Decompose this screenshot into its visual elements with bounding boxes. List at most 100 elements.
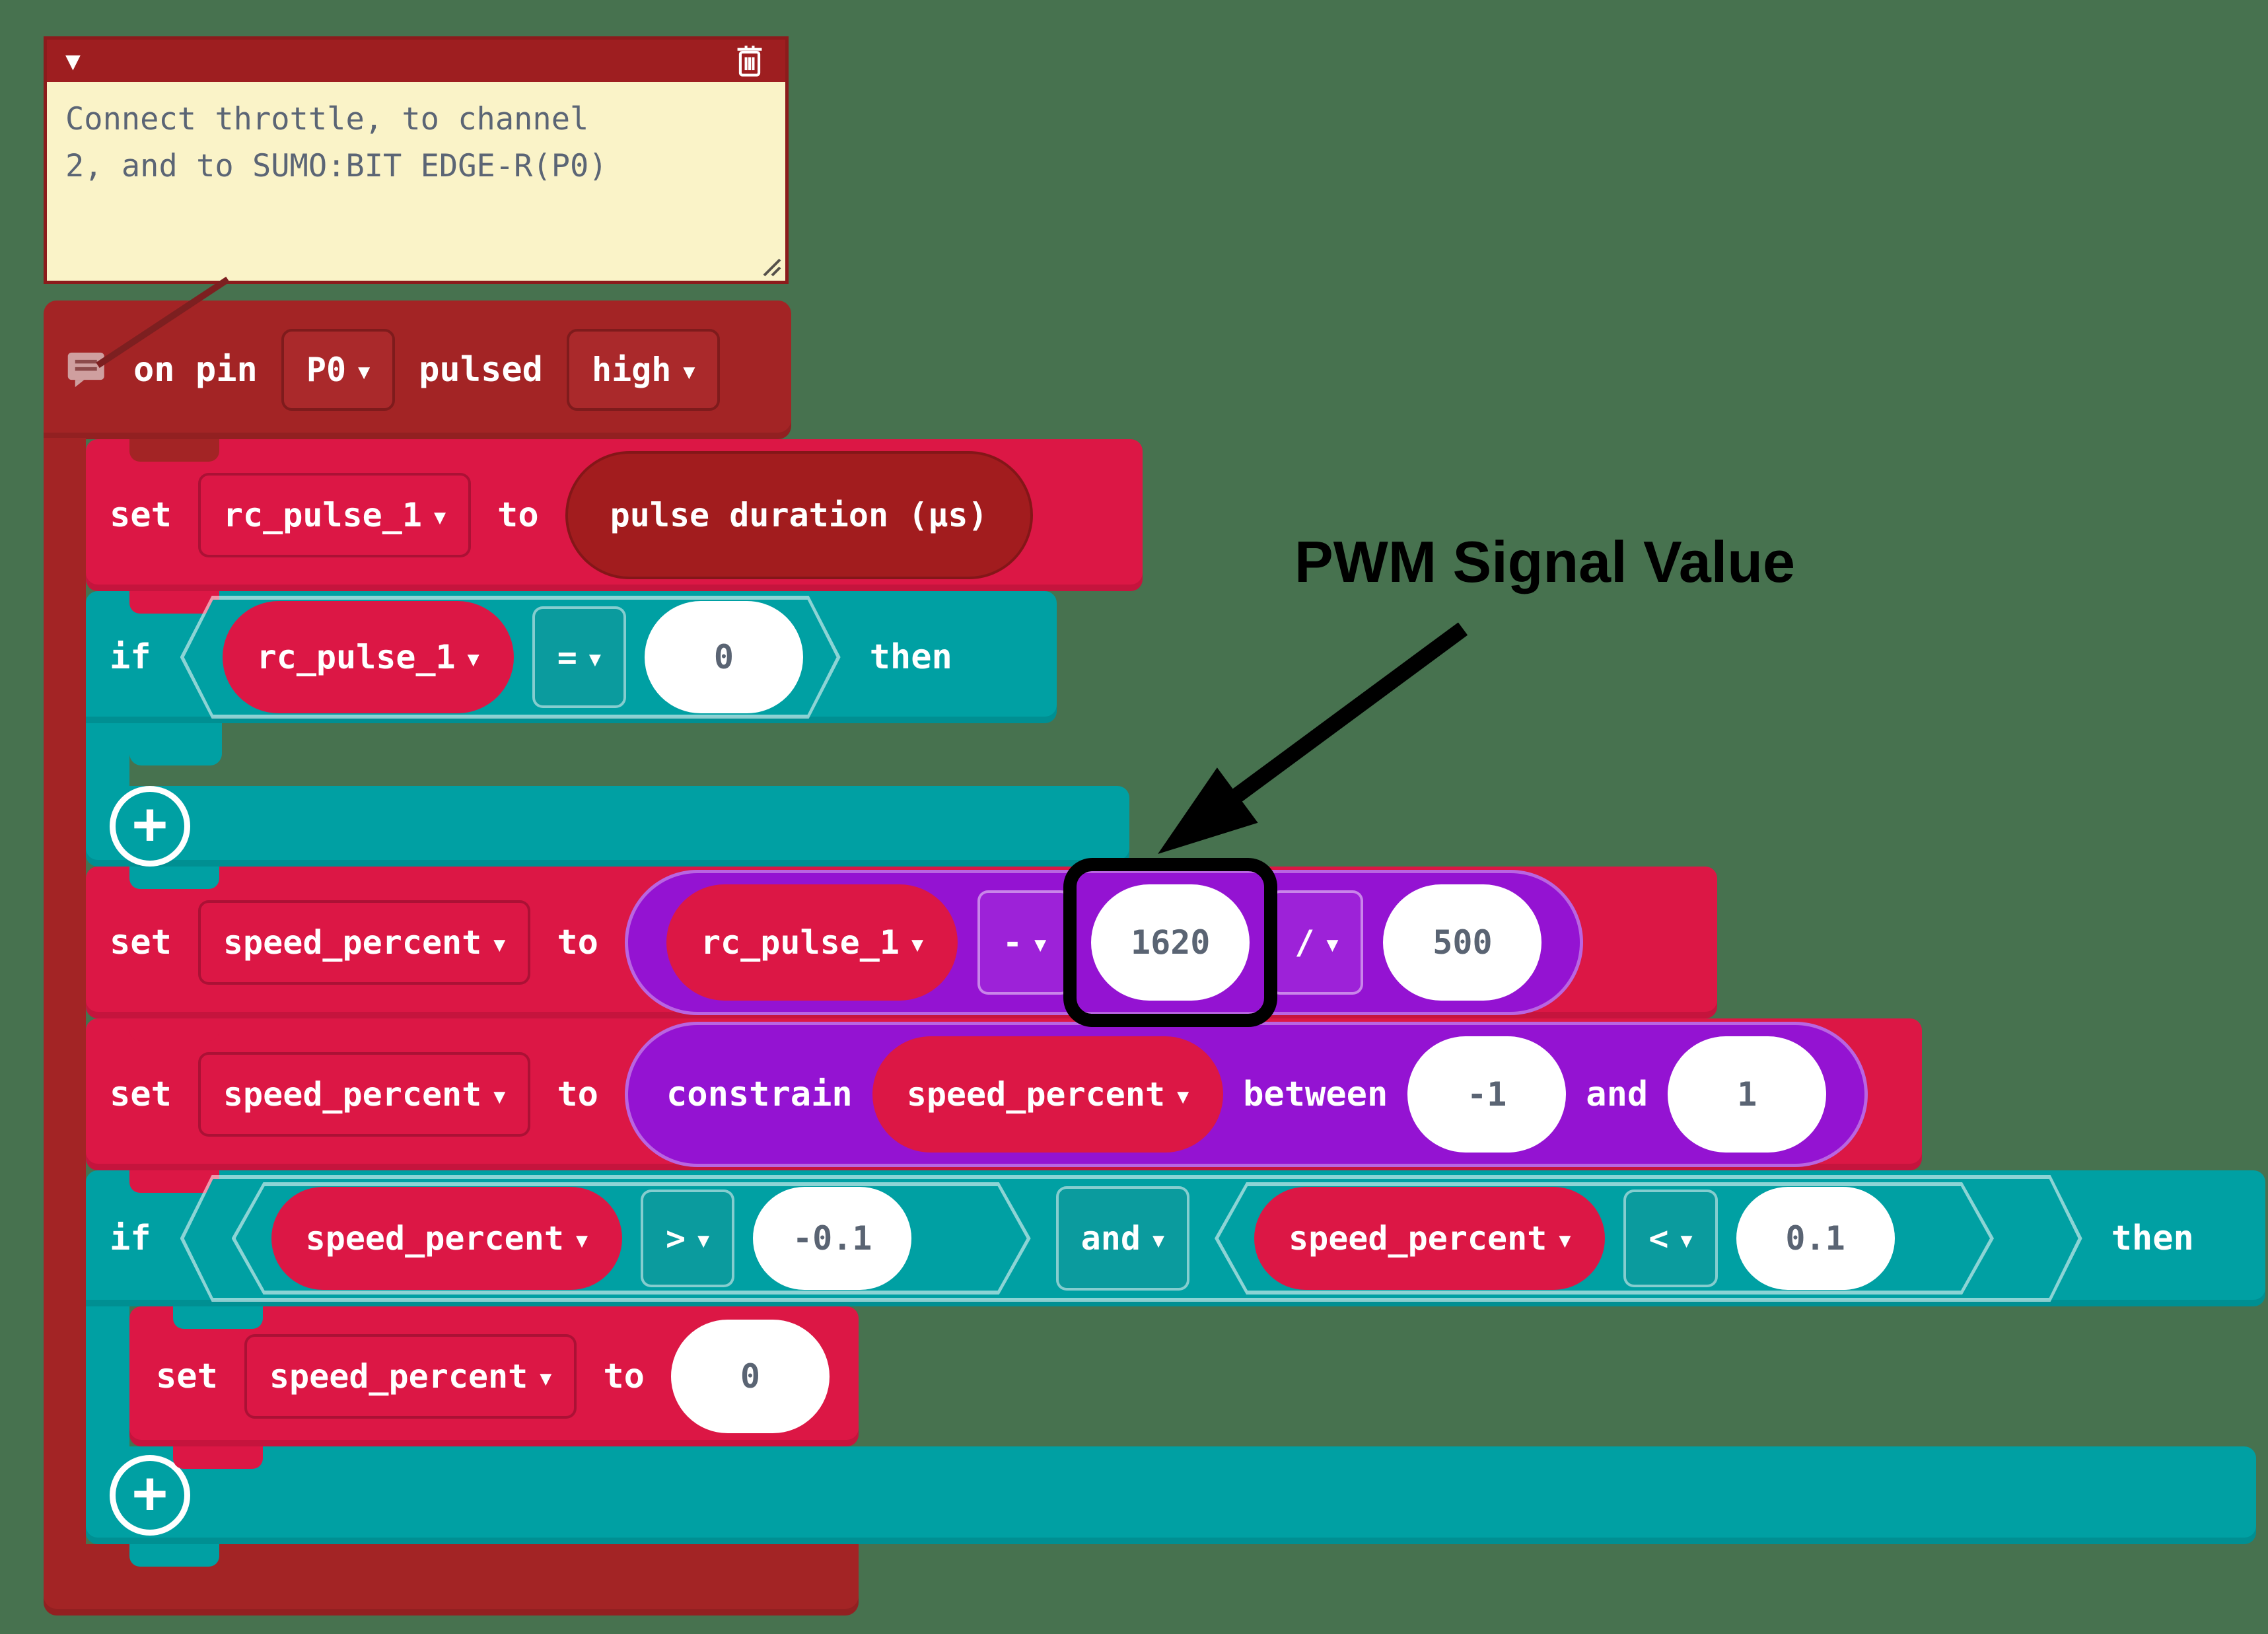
variable-oval-rc-pulse[interactable]: rc_pulse_1 ▼ xyxy=(666,884,958,1001)
if-rc-zero-bottom-bar: + xyxy=(86,786,1129,867)
dropdown-arrow-icon: ▼ xyxy=(467,647,479,671)
number-value-500[interactable]: 500 xyxy=(1383,884,1542,1001)
comparison-block-right[interactable]: speed_percent ▼ < ▼ 0.1 xyxy=(1215,1182,1994,1295)
then-label: then xyxy=(2111,1219,2194,1258)
variable-name: speed_percent xyxy=(223,1075,482,1114)
dropdown-arrow-icon: ▼ xyxy=(1559,1228,1571,1252)
variable-name: speed_percent xyxy=(1289,1219,1547,1258)
highlight-rectangle xyxy=(1063,858,1278,1027)
resize-handle-icon[interactable] xyxy=(759,254,781,277)
variable-name: rc_pulse_1 xyxy=(223,496,422,534)
operator-dropdown-minus[interactable]: - ▼ xyxy=(977,890,1072,995)
pulsed-label: pulsed xyxy=(419,350,543,390)
pin-dropdown-field[interactable]: P0 ▼ xyxy=(281,329,396,411)
comment-text[interactable]: Connect throttle, to channel 2, and to S… xyxy=(47,82,785,204)
expand-if-button[interactable]: + xyxy=(110,786,190,867)
connector-tab xyxy=(129,439,219,462)
number-text: -1 xyxy=(1467,1075,1507,1114)
annotation-arrow-line xyxy=(1201,622,1468,826)
variable-dropdown-speed-percent[interactable]: speed_percent ▼ xyxy=(244,1334,577,1419)
number-text: 0 xyxy=(713,638,734,676)
set-speed-zero-block[interactable]: set speed_percent ▼ to 0 xyxy=(129,1306,859,1446)
number-text: 1620 xyxy=(1131,923,1211,962)
set-label: set xyxy=(110,495,172,535)
operator-dropdown-divide[interactable]: / ▼ xyxy=(1269,890,1364,995)
number-text: -0.1 xyxy=(792,1219,872,1258)
dropdown-arrow-icon: ▼ xyxy=(683,360,695,384)
set-speed-math-block[interactable]: set speed_percent ▼ to rc_pulse_1 ▼ - ▼ … xyxy=(86,867,1717,1018)
number-value-max[interactable]: 1 xyxy=(1668,1036,1827,1153)
variable-name: rc_pulse_1 xyxy=(700,923,900,962)
number-value-1620[interactable]: 1620 xyxy=(1091,884,1250,1001)
operator-value: / xyxy=(1294,923,1315,962)
dropdown-arrow-icon: ▼ xyxy=(1177,1084,1189,1108)
on-pin-pulsed-block[interactable]: on pin P0 ▼ pulsed high ▼ xyxy=(44,301,791,439)
set-label: set xyxy=(110,923,172,962)
to-label: to xyxy=(557,923,598,962)
and-label: and xyxy=(1586,1075,1648,1114)
set-rc-pulse-block[interactable]: set rc_pulse_1 ▼ to pulse duration (μs) xyxy=(86,439,1143,591)
variable-oval-speed-percent[interactable]: speed_percent ▼ xyxy=(271,1187,622,1290)
to-label: to xyxy=(557,1075,598,1114)
trash-icon[interactable] xyxy=(732,42,767,80)
dropdown-arrow-icon: ▼ xyxy=(1680,1228,1693,1252)
operator-dropdown-equals[interactable]: = ▼ xyxy=(532,606,626,708)
variable-oval-rc-pulse[interactable]: rc_pulse_1 ▼ xyxy=(223,601,514,713)
dropdown-arrow-icon: ▼ xyxy=(433,505,446,529)
expand-if-button[interactable]: + xyxy=(110,1455,190,1536)
pwm-signal-value-label: PWM Signal Value xyxy=(1294,529,1795,594)
connector-tab xyxy=(129,1544,219,1567)
and-value: and xyxy=(1081,1219,1141,1258)
dropdown-arrow-icon: ▼ xyxy=(493,933,506,956)
number-value-0-1[interactable]: 0.1 xyxy=(1736,1187,1895,1290)
comment-line-2: 2, and to SUMO:BIT EDGE-R(P0) xyxy=(65,147,608,184)
dropdown-arrow-icon: ▼ xyxy=(1326,933,1339,956)
pulse-mode-dropdown-field[interactable]: high ▼ xyxy=(566,329,721,411)
if-label: if xyxy=(110,1219,151,1258)
if-deadband-block[interactable]: if speed_percent ▼ > ▼ xyxy=(86,1170,2265,1306)
set-label: set xyxy=(156,1357,218,1396)
constrain-label: constrain xyxy=(666,1075,853,1114)
comparison-block[interactable]: rc_pulse_1 ▼ = ▼ 0 xyxy=(180,596,841,719)
if-deadband-bottom-bar: + xyxy=(86,1446,2256,1544)
variable-name: speed_percent xyxy=(223,923,482,962)
number-value-min[interactable]: -1 xyxy=(1407,1036,1567,1153)
operator-value: > xyxy=(666,1219,686,1258)
math-expression-block[interactable]: rc_pulse_1 ▼ - ▼ 1620 / ▼ 500 xyxy=(624,870,1584,1015)
comment-collapse-icon[interactable]: ▼ xyxy=(65,46,81,75)
to-label: to xyxy=(603,1357,645,1396)
variable-oval-speed-percent[interactable]: speed_percent ▼ xyxy=(1254,1187,1605,1290)
variable-dropdown-speed-percent[interactable]: speed_percent ▼ xyxy=(197,1052,531,1137)
number-text: 0.1 xyxy=(1785,1219,1845,1258)
variable-dropdown-rc-pulse[interactable]: rc_pulse_1 ▼ xyxy=(197,473,472,557)
and-condition-block[interactable]: speed_percent ▼ > ▼ -0.1 and ▼ xyxy=(180,1175,2082,1302)
operator-value: - xyxy=(1003,923,1023,962)
number-text: 1 xyxy=(1737,1075,1757,1114)
statement-socket-tab xyxy=(129,723,222,765)
and-dropdown-field[interactable]: and ▼ xyxy=(1056,1186,1189,1291)
if-rc-zero-block[interactable]: if rc_pulse_1 ▼ = ▼ 0 then xyxy=(86,591,1057,723)
dropdown-arrow-icon: ▼ xyxy=(697,1228,710,1252)
annotation-arrow-head xyxy=(1158,767,1258,854)
variable-oval-speed-percent[interactable]: speed_percent ▼ xyxy=(872,1036,1224,1153)
plus-icon: + xyxy=(132,789,168,857)
variable-name: speed_percent xyxy=(906,1075,1166,1114)
number-value-neg-0-1[interactable]: -0.1 xyxy=(753,1187,911,1290)
operator-dropdown-greater[interactable]: > ▼ xyxy=(641,1190,734,1287)
constrain-block[interactable]: constrain speed_percent ▼ between -1 and… xyxy=(624,1022,1868,1167)
pulse-duration-block[interactable]: pulse duration (μs) xyxy=(565,451,1033,579)
workspace-comment[interactable]: ▼ Connect throttle, to channel 2, and to… xyxy=(44,36,789,284)
variable-dropdown-speed-percent[interactable]: speed_percent ▼ xyxy=(197,900,531,985)
comparison-block-left[interactable]: speed_percent ▼ > ▼ -0.1 xyxy=(232,1182,1031,1295)
connector-tab xyxy=(129,1018,219,1041)
set-speed-constrain-block[interactable]: set speed_percent ▼ to constrain speed_p… xyxy=(86,1018,1922,1170)
operator-dropdown-less[interactable]: < ▼ xyxy=(1623,1190,1717,1287)
comment-icon[interactable] xyxy=(66,351,110,389)
number-value-zero[interactable]: 0 xyxy=(670,1320,830,1433)
dropdown-arrow-icon: ▼ xyxy=(588,647,601,671)
comment-header[interactable]: ▼ xyxy=(47,40,785,82)
number-value-zero-compare[interactable]: 0 xyxy=(645,601,803,713)
on-pin-label: on pin xyxy=(133,350,258,390)
dropdown-arrow-icon: ▼ xyxy=(1034,933,1047,956)
